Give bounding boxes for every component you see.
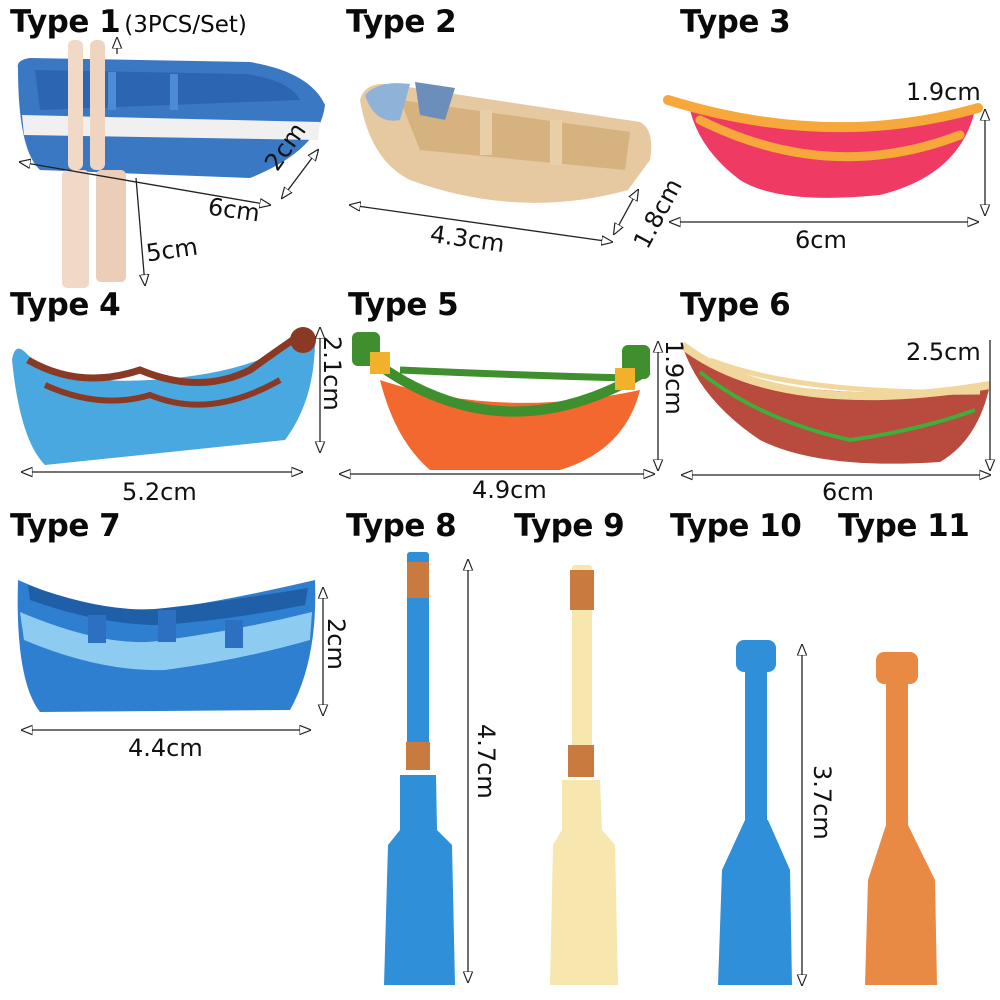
type-4-length-label: 5.2cm (122, 478, 197, 506)
type-7-length-label: 4.4cm (128, 734, 203, 762)
type-10-length-label: 3.7cm (808, 765, 836, 840)
type-9-cream-oar-icon (550, 565, 618, 985)
type-1-title: Type 1(3PCS/Set) (10, 4, 247, 40)
type-6-title: Type 6 (680, 287, 791, 323)
type-9-title: Type 9 (514, 508, 625, 544)
type-3-woven-boat-icon (663, 95, 983, 198)
type-2-wooden-boat-icon (360, 82, 652, 203)
type-10-title: Type 10 (670, 508, 802, 544)
type-8-length-label: 4.7cm (472, 724, 500, 799)
type-10-blue-paddle-icon (718, 640, 792, 985)
type-3-title: Type 3 (680, 4, 791, 40)
type-7-title: Type 7 (10, 508, 121, 544)
type-8-blue-oar-icon (384, 552, 455, 985)
type-5-title: Type 5 (348, 287, 459, 323)
type-7-wave-boat-icon (17, 580, 316, 712)
type-3-height-label: 1.9cm (906, 78, 981, 106)
type-11-orange-paddle-icon (865, 652, 937, 985)
type-8-title: Type 8 (346, 508, 457, 544)
type-5-orange-boat-icon (352, 332, 651, 470)
type-6-length-label: 6cm (822, 478, 874, 506)
type-3-length-label: 6cm (795, 226, 847, 254)
type-2-title: Type 2 (346, 4, 457, 40)
type-4-blue-boat-icon (12, 327, 316, 465)
type-7-height-label: 2cm (322, 618, 350, 670)
type-4-title: Type 4 (10, 287, 121, 323)
type-4-height-label: 2.1cm (318, 336, 346, 411)
type-5-height-label: 1.9cm (660, 340, 688, 415)
type-1-label: Type 1 (10, 4, 121, 40)
type-1-rowboat-icon (17, 40, 325, 288)
type-5-length-label: 4.9cm (472, 476, 547, 504)
type-6-height-label: 2.5cm (906, 338, 981, 366)
type-6-wooden-canoe-icon (679, 341, 991, 464)
set-note: (3PCS/Set) (124, 12, 247, 38)
type-11-title: Type 11 (838, 508, 970, 544)
